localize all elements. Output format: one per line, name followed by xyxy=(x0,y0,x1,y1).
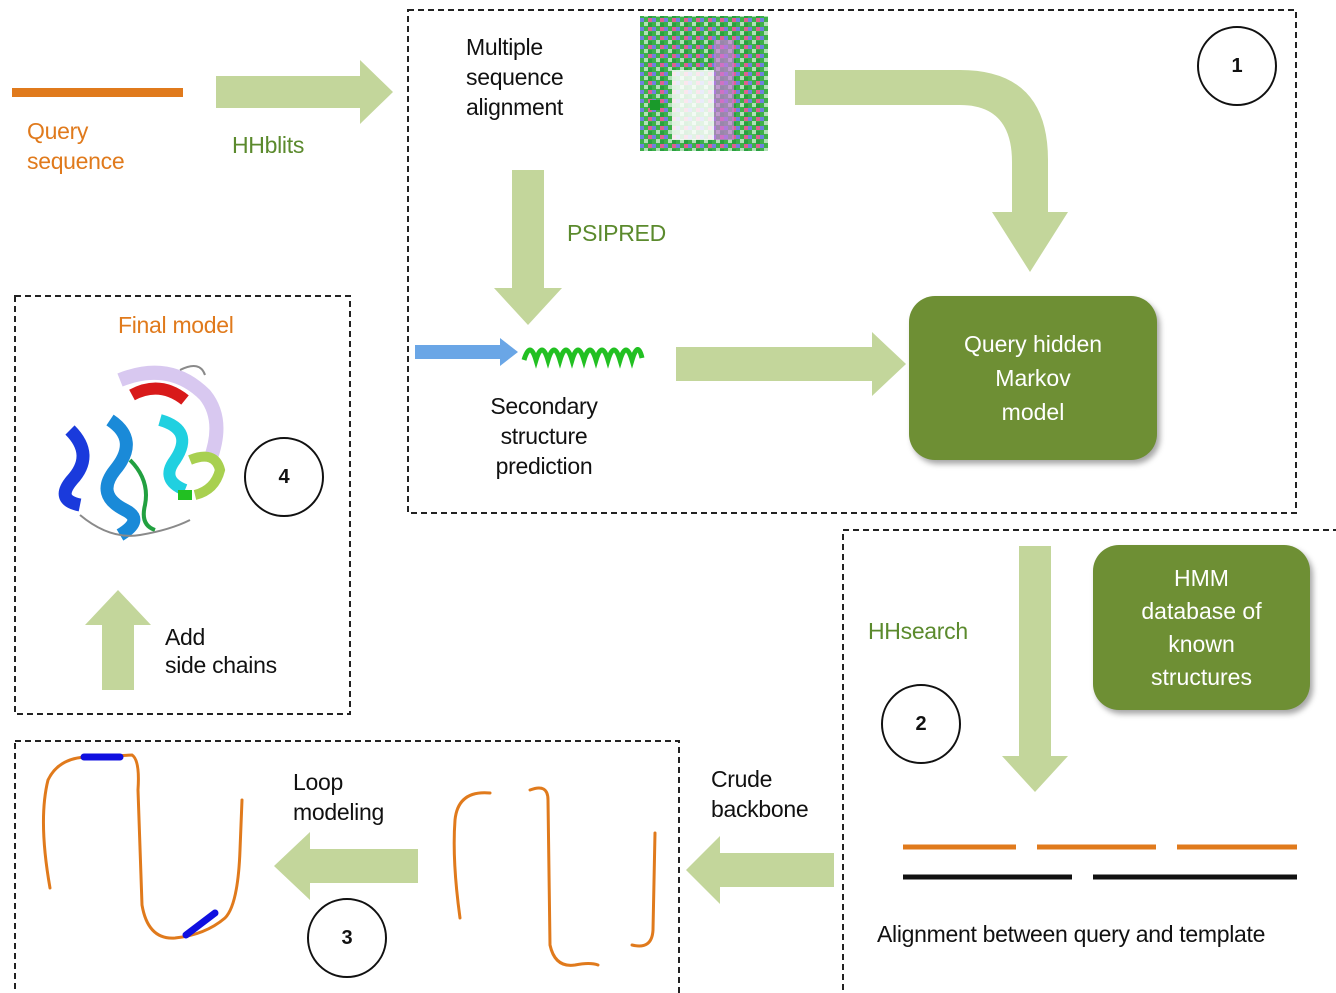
crude-backbone-arrow xyxy=(686,836,834,904)
query-sequence-line xyxy=(12,88,183,97)
loop-modeling-label: Loop modeling xyxy=(293,769,384,825)
secondary-structure-label: Secondary structure prediction xyxy=(490,393,598,479)
msa-thumbnail-icon xyxy=(640,16,768,151)
helix-to-hmm-arrow xyxy=(676,332,906,396)
alignment-lines xyxy=(903,844,1297,880)
hhblits-arrow xyxy=(216,60,393,124)
helix-icon xyxy=(521,347,645,369)
hhsearch-label: HHsearch xyxy=(868,618,968,644)
hhblits-label: HHblits xyxy=(232,132,305,158)
blue-input-arrow xyxy=(415,338,518,366)
panel-3 xyxy=(14,740,680,993)
hmm-database-box: HMM database of known structures xyxy=(1093,545,1310,710)
step-4-circle: 4 xyxy=(244,437,324,517)
msa-label: Multiple sequence alignment xyxy=(466,34,564,120)
loop-model-structure xyxy=(41,753,244,940)
step-3-circle: 3 xyxy=(307,898,387,978)
alignment-caption: Alignment between query and template xyxy=(877,921,1266,947)
step-2-circle: 2 xyxy=(881,684,961,764)
panel-4 xyxy=(14,295,351,715)
query-hmm-box: Query hidden Markov model xyxy=(909,296,1157,460)
crude-backbone-fragments xyxy=(452,786,657,967)
panel-1 xyxy=(407,9,1297,514)
loop-modeling-arrow xyxy=(274,832,418,900)
crude-backbone-label: Crude backbone xyxy=(711,766,809,822)
add-side-chains-label: Add side chains xyxy=(165,624,277,678)
final-model-label: Final model xyxy=(118,312,234,338)
query-sequence-label: Query sequence xyxy=(27,118,125,174)
add-side-chains-arrow xyxy=(85,590,151,690)
msa-to-hmm-arrow xyxy=(795,70,1068,272)
panel-2 xyxy=(842,529,1336,993)
step-1-circle: 1 xyxy=(1197,26,1277,106)
psipred-label: PSIPRED xyxy=(567,220,666,246)
psipred-arrow xyxy=(494,170,562,325)
protein-structure-icon xyxy=(58,365,226,541)
hhsearch-arrow xyxy=(1002,546,1068,792)
